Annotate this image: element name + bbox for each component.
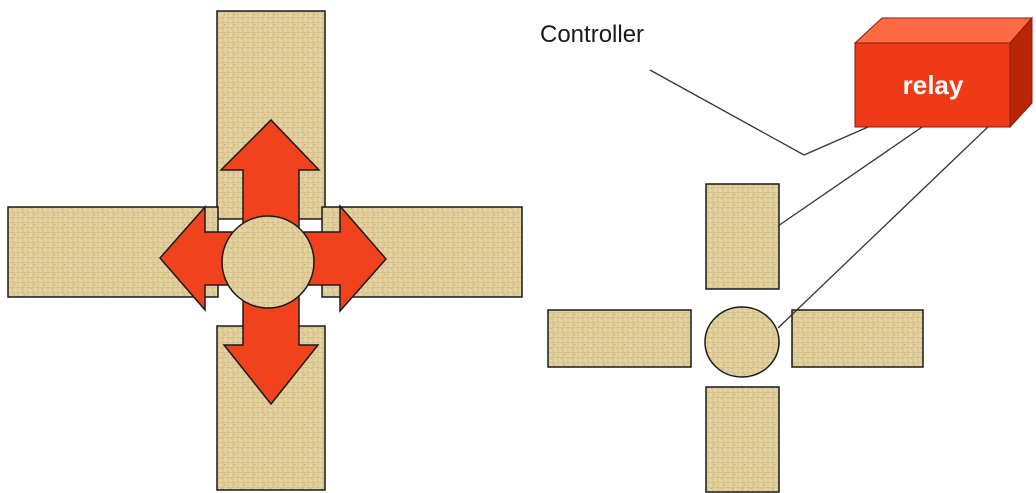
relay-wire-top-arm [777,124,926,227]
relay-box-top [853,17,1034,44]
relay-box: relay [853,16,1034,129]
right-arm-right [791,309,924,368]
right-arm-top [705,183,780,290]
right-center-hub [704,306,780,378]
left-center-hub [221,215,315,309]
controller-wire [649,69,869,156]
right-cross-panel: relay Controller [540,16,1034,493]
relay-wire-center-hub [777,124,991,329]
controller-label: Controller [540,21,644,48]
relay-label: relay [903,70,964,100]
arrow-right-icon [302,203,387,313]
relay-box-front [854,42,1011,128]
right-arm-bottom [705,386,780,493]
right-arm-left [547,309,692,368]
arrow-up-icon [219,118,321,229]
left-cross-panel [7,10,523,491]
